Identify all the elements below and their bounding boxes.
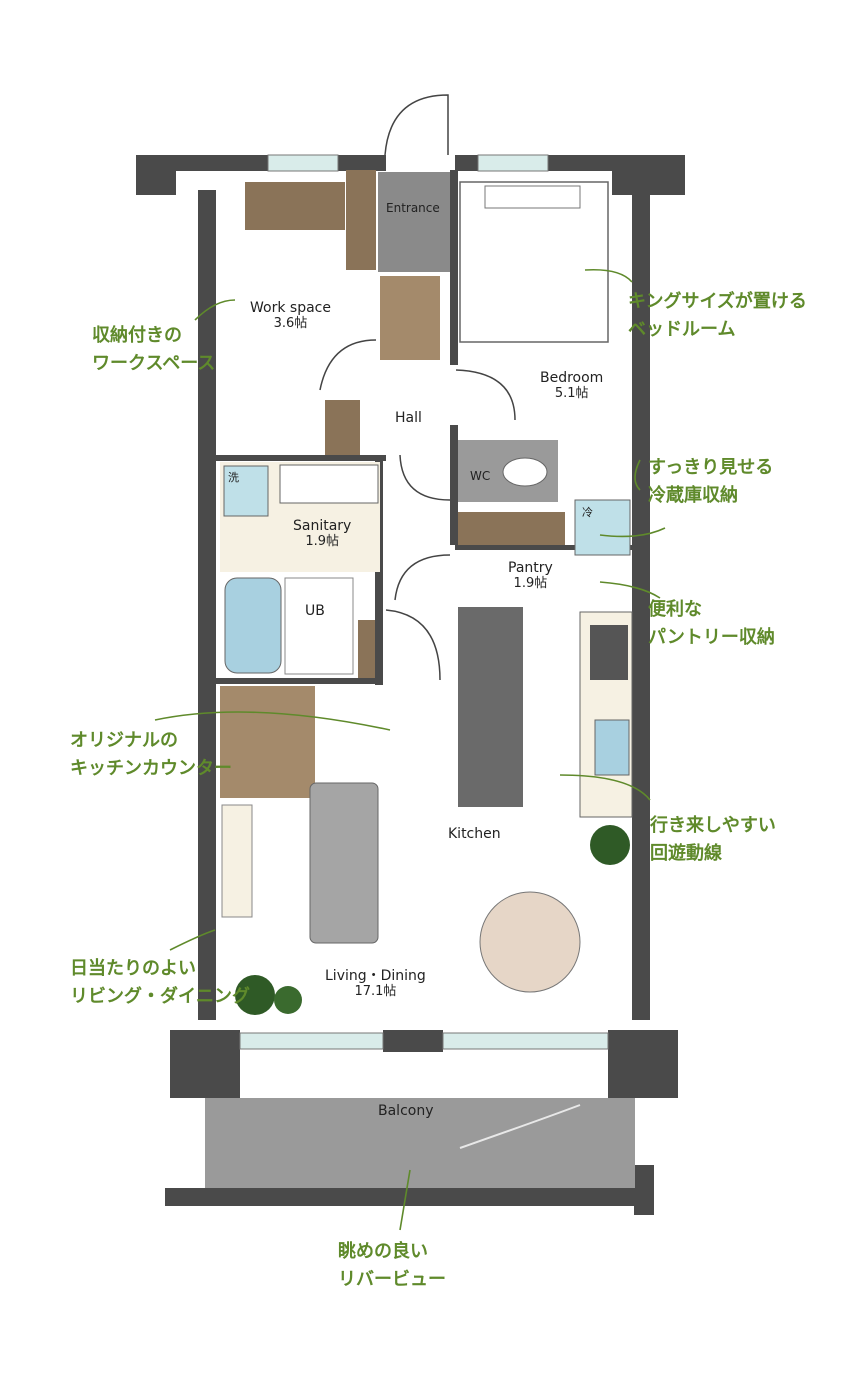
note-line: 収納付きの — [92, 325, 182, 346]
note-line: オリジナルの — [70, 730, 178, 751]
note-line: ベッドルーム — [628, 319, 736, 340]
note-pantry: 便利な パントリー収納 — [648, 596, 775, 652]
room-label-balcony: Balcony — [378, 1103, 434, 1119]
washing-machine — [223, 465, 269, 517]
windows — [239, 154, 609, 1050]
ub-floor — [284, 577, 354, 675]
workspace-name: Work space — [250, 300, 331, 316]
tv-stand — [221, 804, 253, 918]
room-label-wc: WC — [470, 469, 491, 483]
room-label-bedroom: Bedroom 5.1帖 — [540, 370, 603, 402]
doors — [319, 94, 516, 681]
plant — [590, 825, 630, 865]
wash-mark: 洗 — [228, 471, 239, 484]
note-line: リバービュー — [338, 1269, 446, 1290]
room-label-sanitary: Sanitary 1.9帖 — [293, 518, 351, 550]
note-bedroom: キングサイズが置ける ベッドルーム — [628, 288, 807, 344]
bathtub — [224, 577, 282, 674]
balcony-highlight — [459, 1104, 581, 1149]
entrance-floor — [378, 172, 450, 272]
note-view: 眺めの良い リバービュー — [338, 1238, 446, 1294]
sanitary-area: 1.9帖 — [305, 534, 340, 549]
note-line: 眺めの良い — [338, 1241, 428, 1262]
note-circulation: 行き来しやすい 回遊動線 — [650, 812, 776, 868]
fridge-mark: 冷 — [582, 506, 593, 519]
note-line: キッチンカウンター — [70, 758, 232, 779]
room-label-workspace: Work space 3.6帖 — [250, 300, 331, 332]
room-label-living: Living・Dining 17.1帖 — [325, 968, 426, 1000]
balcony-floor — [205, 1098, 635, 1188]
room-label-entrance: Entrance — [386, 201, 440, 215]
note-line: 回遊動線 — [650, 843, 722, 864]
note-line: パントリー収納 — [648, 627, 775, 648]
pantry-name: Pantry — [508, 560, 553, 576]
bed — [459, 181, 609, 343]
stove — [590, 625, 628, 680]
bedroom-area: 5.1帖 — [554, 386, 589, 401]
plant — [274, 986, 302, 1014]
note-line: キングサイズが置ける — [628, 291, 807, 312]
fridge-space — [574, 499, 631, 556]
kitchen-island — [458, 607, 523, 807]
note-line: リビング・ダイニング — [70, 986, 250, 1007]
note-living: 日当たりのよい リビング・ダイニング — [70, 955, 250, 1011]
note-workspace: 収納付きの ワークスペース — [92, 322, 215, 378]
living-name: Living・Dining — [325, 968, 426, 984]
room-label-pantry: Pantry 1.9帖 — [508, 560, 553, 592]
note-line: 便利な — [648, 599, 702, 620]
sofa — [309, 782, 379, 944]
bedroom-name: Bedroom — [540, 370, 604, 386]
note-line: 日当たりのよい — [70, 958, 196, 979]
room-label-ub: UB — [305, 603, 325, 619]
note-line: 冷蔵庫収納 — [648, 485, 738, 506]
note-line: 行き来しやすい — [650, 815, 776, 836]
vanity — [279, 464, 379, 504]
dining-table — [479, 891, 581, 993]
plant — [235, 975, 275, 1015]
room-label-kitchen: Kitchen — [448, 826, 501, 842]
pantry-area: 1.9帖 — [513, 576, 548, 591]
exterior-walls — [136, 155, 685, 1215]
toilet — [502, 457, 548, 487]
pillow — [484, 185, 581, 209]
sanitary-name: Sanitary — [293, 518, 352, 534]
note-leader-lines — [154, 268, 666, 1231]
note-line: すっきり見せる — [648, 457, 774, 478]
living-area: 17.1帖 — [354, 984, 397, 999]
wood-areas — [220, 170, 565, 798]
room-label-hall: Hall — [395, 410, 422, 426]
note-counter: オリジナルの キッチンカウンター — [70, 727, 232, 783]
workspace-area: 3.6帖 — [273, 316, 308, 331]
note-fridge: すっきり見せる 冷蔵庫収納 — [648, 454, 773, 510]
note-line: ワークスペース — [92, 353, 216, 374]
sink — [594, 719, 630, 776]
